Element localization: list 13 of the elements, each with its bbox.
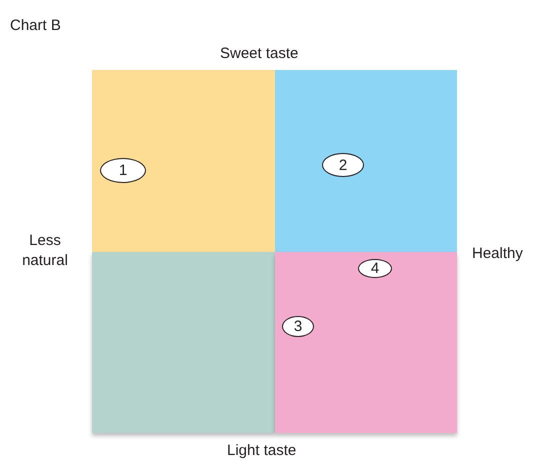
axis-label: Light taste: [227, 441, 296, 461]
left-bottom-quadrant: [92, 252, 275, 433]
axis-label: Less natural: [21, 231, 69, 271]
left-top-quadrant: [92, 70, 275, 252]
right-top-quadrant: [275, 70, 457, 252]
number-oval: 2: [322, 153, 364, 177]
chart-title: Chart B: [10, 16, 61, 36]
number-oval: 1: [100, 158, 146, 183]
axis-label: Sweet taste: [220, 44, 298, 64]
number-oval: 4: [358, 259, 392, 278]
axis-label: Healthy: [472, 244, 523, 264]
number-oval: 3: [282, 316, 314, 337]
right-bottom-quadrant: [275, 252, 457, 433]
